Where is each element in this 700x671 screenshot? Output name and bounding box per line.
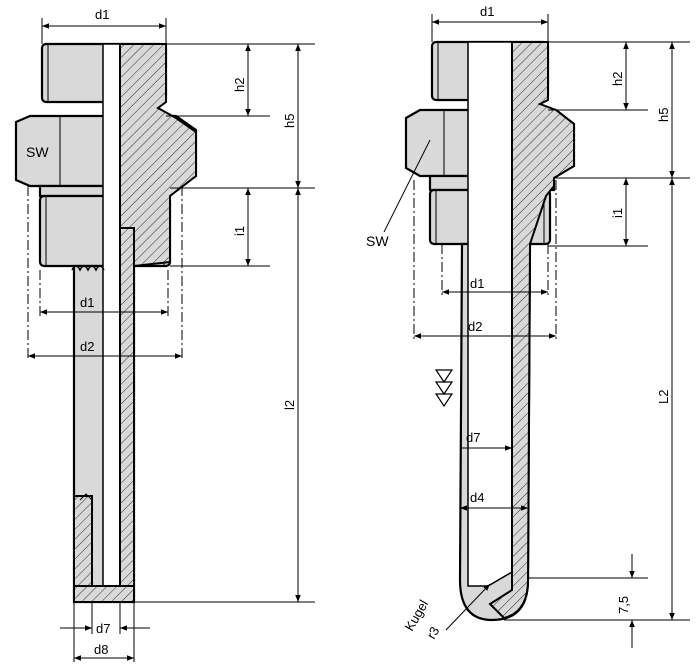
left-label-sw: SW: [26, 144, 49, 160]
right-label-7-5: 7,5: [616, 596, 631, 614]
right-label-d7: d7: [466, 430, 480, 445]
left-label-d7: d7: [96, 621, 110, 636]
right-label-d1-mid: d1: [470, 276, 484, 291]
left-weld: [71, 265, 105, 272]
right-label-d4: d4: [470, 490, 484, 505]
right-view: d1 h2 h5 SW i1 d1 d2 L2 d7 d4 7,5 Kugel …: [366, 4, 690, 648]
left-label-l2: l2: [282, 400, 297, 410]
right-label-r3: r3: [424, 624, 443, 642]
left-label-d1-mid: d1: [80, 295, 94, 310]
right-label-l2: L2: [656, 390, 671, 404]
left-label-d1-top: d1: [95, 7, 109, 22]
right-label-sw: SW: [366, 233, 389, 249]
left-label-h5: h5: [282, 114, 297, 128]
left-label-d8: d8: [94, 642, 108, 657]
right-label-h5: h5: [656, 108, 671, 122]
right-bore: [467, 41, 513, 587]
right-label-d2: d2: [468, 319, 482, 334]
right-surface-symbol: [434, 369, 454, 408]
left-label-d2: d2: [80, 339, 94, 354]
right-label-d1-top: d1: [480, 4, 494, 19]
left-label-h2: h2: [232, 78, 247, 92]
right-sw-leader: [383, 139, 431, 233]
left-bore: [102, 43, 121, 601]
left-label-i1: i1: [232, 226, 247, 236]
left-view: d1 h2 h5 SW i1 d1 d2 l2 d7 d8: [14, 7, 315, 662]
right-kugel-leader: [445, 583, 491, 631]
right-label-h2: h2: [610, 72, 625, 86]
right-label-i1: i1: [610, 208, 625, 218]
left-bottom-cap: [73, 585, 135, 603]
